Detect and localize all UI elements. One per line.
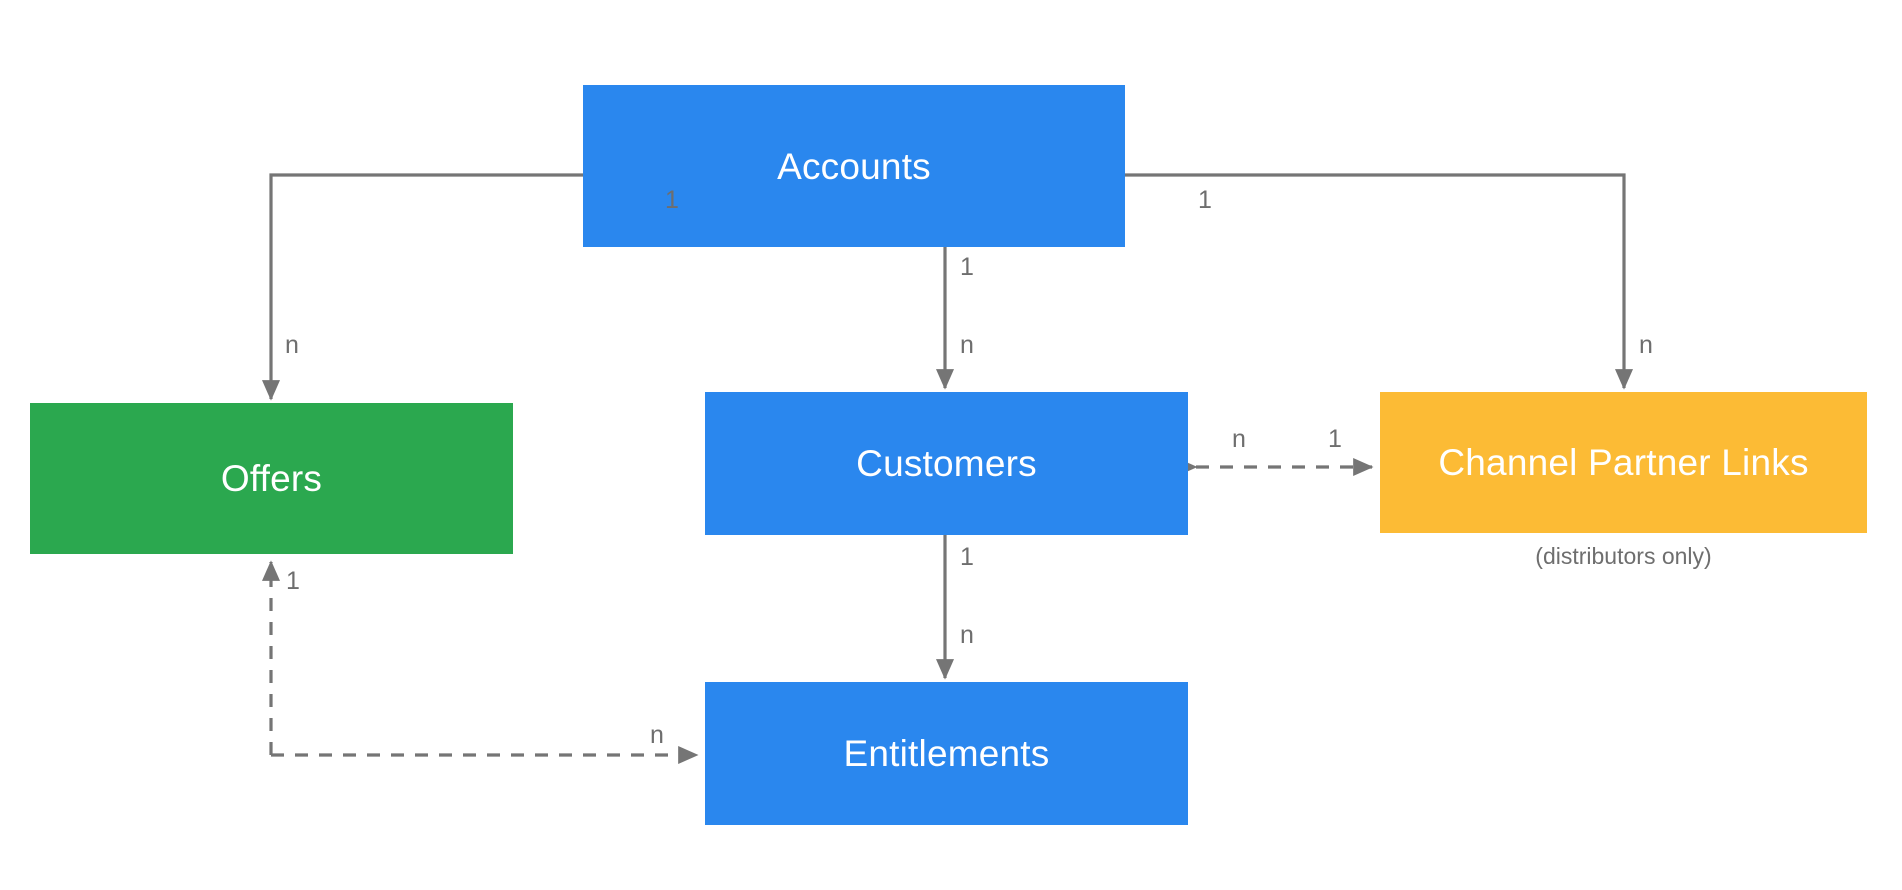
node-channel-partner-links-label: Channel Partner Links [1438,442,1809,483]
edge-label-customers-cpl-many: n [1232,425,1246,453]
edge-label-offers-entitlements-one: 1 [286,567,300,595]
node-accounts[interactable]: Accounts [583,85,1125,247]
edge-label-customers-entitlements-many: n [960,621,974,649]
edge-accounts-offers [261,173,583,401]
edge-label-customers-entitlements-one: 1 [960,543,974,571]
edge-accounts-channel-partner-links [1125,173,1634,390]
node-offers[interactable]: Offers [30,403,513,554]
node-entitlements[interactable]: Entitlements [705,682,1188,825]
edge-label-offers-entitlements-many: n [650,721,664,749]
node-channel-partner-links[interactable]: Channel Partner Links [1380,392,1867,533]
edge-label-accounts-cpl-many: n [1639,331,1653,359]
edge-label-accounts-customers-one: 1 [960,253,974,281]
node-offers-label: Offers [220,458,323,499]
edge-label-customers-cpl-one: 1 [1328,425,1342,453]
edge-label-accounts-offers-many: n [285,331,299,359]
edge-label-accounts-cpl-one: 1 [1198,186,1212,214]
node-customers-label: Customers [856,443,1037,484]
node-channel-partner-links-caption: (distributors only) [1535,543,1712,569]
edge-label-accounts-offers-one: 1 [665,186,679,214]
edge-label-accounts-customers-many: n [960,331,974,359]
node-accounts-label: Accounts [777,145,931,187]
node-entitlements-label: Entitlements [843,733,1050,774]
node-customers[interactable]: Customers [705,392,1188,535]
